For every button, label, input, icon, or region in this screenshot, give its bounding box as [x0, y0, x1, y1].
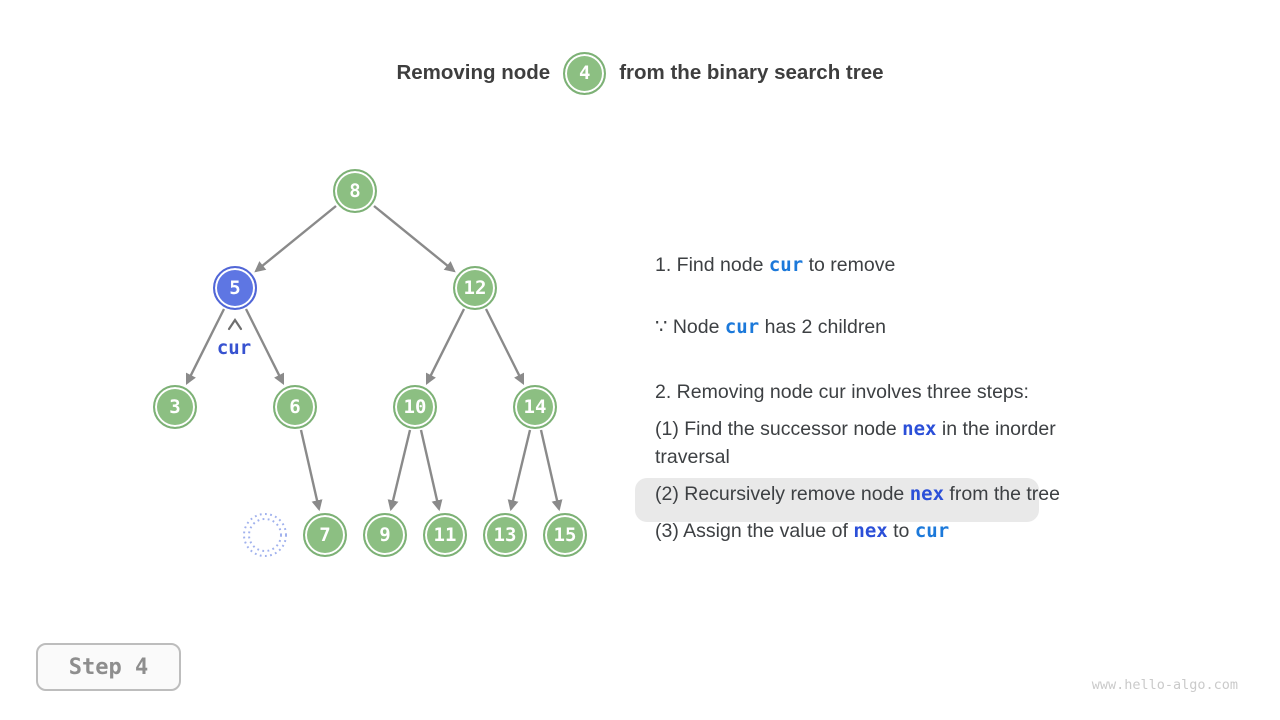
title-target-node: 4	[563, 51, 607, 95]
cur-pointer-label: cur	[216, 337, 252, 359]
step-indicator: Step 4	[36, 643, 181, 691]
title-prefix: Removing node	[396, 61, 551, 84]
tree-node-15: 15	[543, 513, 587, 557]
text-segment: has 2 children	[759, 316, 887, 338]
edge-14-13	[507, 429, 532, 512]
instruction-panel: 1. Find node cur to remove ∵ Node cur ha…	[655, 251, 1160, 545]
text-segment: (3) Assign the value of	[655, 520, 854, 542]
nex-keyword: nex	[909, 483, 945, 505]
text-segment: ∵ Node	[655, 316, 725, 338]
tree-node-8: 8	[333, 169, 377, 213]
tree-node-14: 14	[513, 385, 557, 429]
tree-node-6: 6	[273, 385, 317, 429]
cur-keyword: cur	[724, 316, 760, 338]
instruction-line-5: (2) Recursively remove node nex from the…	[655, 480, 1160, 508]
tree-node-13: 13	[483, 513, 527, 557]
tree-node-5-cur: 5	[213, 266, 257, 310]
watermark: www.hello-algo.com	[1091, 677, 1238, 693]
tree-node-7: 7	[303, 513, 347, 557]
tree-node-11: 11	[423, 513, 467, 557]
tree-node-9: 9	[363, 513, 407, 557]
instruction-line-2: ∵ Node cur has 2 children	[655, 313, 1160, 341]
removed-node-placeholder	[243, 513, 287, 557]
tree-node-3: 3	[153, 385, 197, 429]
current-step-highlight	[635, 478, 1039, 522]
edge-14-15	[539, 429, 563, 512]
edge-8-5	[254, 205, 337, 273]
instruction-line-1: 1. Find node cur to remove	[655, 251, 1160, 279]
cur-keyword: cur	[914, 520, 950, 542]
text-segment: to remove	[803, 254, 896, 276]
tree-node-10: 10	[393, 385, 437, 429]
text-segment: 1. Find node	[655, 254, 769, 276]
text-segment: in the inorder	[936, 418, 1056, 440]
text-segment: to	[887, 520, 915, 542]
instruction-line-4: (1) Find the successor node nex in the i…	[655, 415, 1160, 471]
nex-keyword: nex	[902, 418, 937, 440]
edge-5-3	[185, 308, 226, 385]
title-suffix: from the binary search tree	[619, 61, 884, 84]
instruction-line-6: (3) Assign the value of nex to cur	[655, 517, 1160, 545]
instruction-line-3: 2. Removing node cur involves three step…	[655, 381, 1029, 403]
nex-keyword: nex	[853, 520, 888, 542]
cur-keyword: cur	[768, 254, 804, 276]
text-segment: (1) Find the successor node	[655, 418, 903, 440]
edge-12-10	[425, 308, 466, 385]
tree-node-12: 12	[453, 266, 497, 310]
edge-12-14	[484, 308, 525, 385]
edge-10-9	[387, 429, 412, 512]
edge-10-11	[419, 429, 443, 512]
text-segment: traversal	[655, 446, 730, 468]
page-title: Removing node 4 from the binary search t…	[0, 50, 1280, 96]
text-segment: (2) Recursively remove node	[655, 483, 910, 505]
edge-6-7	[299, 429, 323, 512]
edge-8-12	[373, 205, 456, 273]
text-segment: from the tree	[944, 483, 1060, 505]
cur-pointer-caret-icon	[227, 318, 243, 331]
edge-5-6	[244, 308, 285, 385]
